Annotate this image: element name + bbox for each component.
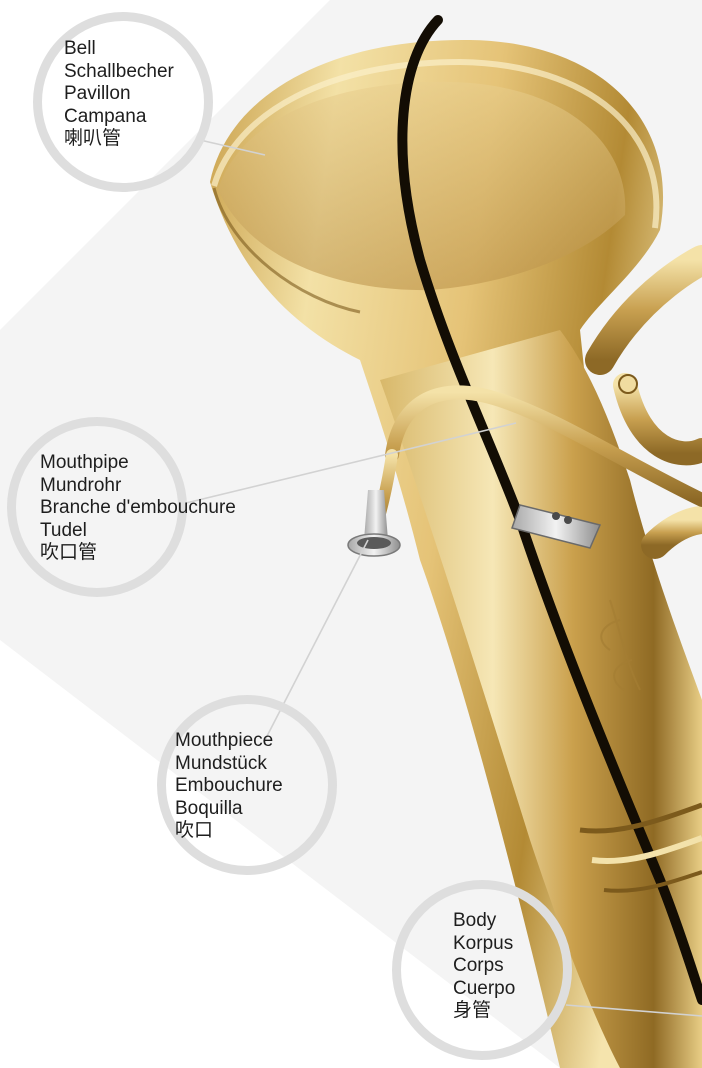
bell-label-zh: 喇叭管	[64, 128, 174, 151]
mouthpipe-label-fr: Branche d'embouchure	[40, 497, 236, 520]
valve-tubing-lower	[655, 520, 702, 545]
mouthpipe-label: Mouthpipe Mundrohr Branche d'embouchure …	[40, 452, 236, 565]
body-label: Body Korpus Corps Cuerpo 身管	[453, 910, 515, 1023]
mouthpiece-label-en: Mouthpiece	[175, 730, 283, 753]
valve-tubing-loop	[625, 385, 702, 453]
body-label-es: Cuerpo	[453, 978, 515, 1001]
bell-label: Bell Schallbecher Pavillon Campana 喇叭管	[64, 38, 174, 151]
mouthpiece-label-fr: Embouchure	[175, 775, 283, 798]
mouthpipe-label-en: Mouthpipe	[40, 452, 236, 475]
body-label-zh: 身管	[453, 1000, 515, 1023]
mouthpiece-shape	[348, 490, 400, 556]
bell-label-en: Bell	[64, 38, 174, 61]
mouthpipe-label-zh: 吹口管	[40, 542, 236, 565]
body-label-en: Body	[453, 910, 515, 933]
mouthpipe-label-de: Mundrohr	[40, 475, 236, 498]
bell-label-de: Schallbecher	[64, 61, 174, 84]
mouthpipe-label-es: Tudel	[40, 520, 236, 543]
mouthpiece-label-de: Mundstück	[175, 753, 283, 776]
bell-label-fr: Pavillon	[64, 83, 174, 106]
valve-cap	[619, 375, 637, 393]
mouthpiece-label-zh: 吹口	[175, 820, 283, 843]
bell-label-es: Campana	[64, 106, 174, 129]
mouthpiece-label-es: Boquilla	[175, 798, 283, 821]
mouthpiece-label: Mouthpiece Mundstück Embouchure Boquilla…	[175, 730, 283, 843]
body-label-fr: Corps	[453, 955, 515, 978]
body-label-de: Korpus	[453, 933, 515, 956]
